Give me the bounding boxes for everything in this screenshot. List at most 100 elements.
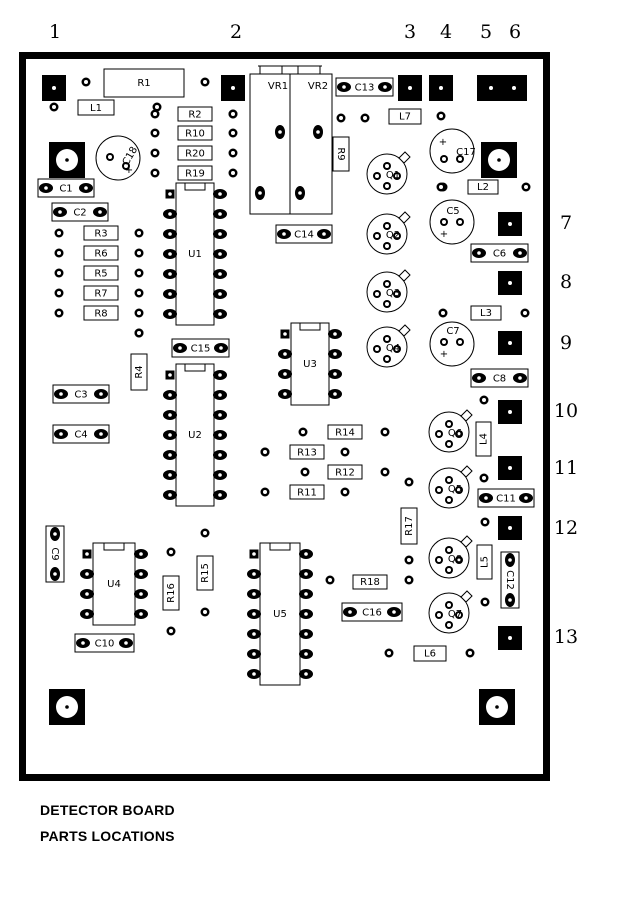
pad-hole — [322, 232, 326, 236]
pad-hole — [304, 652, 308, 656]
ref-label: C8 — [493, 374, 506, 385]
pad-hole — [385, 244, 389, 248]
pad-hole — [168, 393, 172, 397]
resistor-r3: R3 — [54, 225, 144, 241]
pad-hole — [508, 526, 512, 530]
pad-hole — [168, 473, 172, 477]
ref-label: R6 — [94, 249, 107, 260]
ref-label: R7 — [94, 289, 107, 300]
capacitor-c7: C7+ — [429, 321, 475, 367]
body-outline — [83, 305, 119, 321]
polarity-mark: + — [440, 349, 448, 360]
pad-hole — [283, 392, 287, 396]
transistor-q3: Q3 — [366, 269, 411, 313]
pad-hole — [458, 340, 462, 344]
ref-label: C12 — [504, 570, 515, 590]
ref-label: U2 — [188, 430, 202, 441]
pad-hole — [441, 311, 445, 315]
body-outline — [428, 592, 470, 634]
pad-hole — [218, 453, 222, 457]
pad-hole — [489, 86, 493, 90]
capacitor-c3: C3 — [52, 384, 110, 404]
ref-label: VR1 — [268, 81, 288, 92]
body-outline — [327, 424, 363, 440]
pad-hole — [304, 552, 308, 556]
pad-hole — [304, 592, 308, 596]
inductor-l3: L3 — [438, 305, 530, 321]
pad-hole — [124, 641, 128, 645]
pad-hole — [85, 552, 89, 556]
pad-hole — [283, 372, 287, 376]
body-outline — [413, 645, 447, 662]
pad-hole — [477, 251, 481, 255]
body-outline — [83, 265, 119, 281]
pad-hole — [139, 552, 143, 556]
connector-number: 7 — [560, 212, 572, 234]
ref-label: L7 — [399, 112, 411, 123]
terminal-pad — [498, 626, 522, 650]
pad-hole — [343, 490, 347, 494]
pad-hole — [508, 341, 512, 345]
resistor-r10: R10 — [150, 125, 238, 141]
body-outline — [475, 421, 492, 457]
pad-hole — [447, 422, 451, 426]
body-outline — [388, 108, 422, 125]
capacitor-c4: C4 — [52, 424, 110, 444]
pad-hole — [168, 192, 172, 196]
trimmer-vr1: VR1 — [249, 66, 291, 215]
pad-hole — [442, 157, 446, 161]
resistor-r12: R12 — [300, 464, 390, 480]
ref-label: Q2 — [386, 230, 400, 241]
body-outline — [175, 363, 215, 507]
pad-hole — [508, 636, 512, 640]
ref-label: Q3 — [386, 288, 400, 299]
pad-hole — [137, 311, 141, 315]
ref-label: C13 — [355, 83, 375, 94]
pad-hole — [231, 171, 235, 175]
pad-hole — [218, 232, 222, 236]
pad-hole — [458, 220, 462, 224]
terminal-pad — [429, 75, 453, 101]
pad-hole — [137, 291, 141, 295]
ref-label: C3 — [74, 390, 87, 401]
body-outline — [45, 525, 65, 583]
pad-hole — [383, 430, 387, 434]
pad-hole — [168, 312, 172, 316]
resistor-r8: R8 — [54, 305, 144, 321]
pad-hole — [218, 393, 222, 397]
pad-hole — [333, 372, 337, 376]
ref-label: L5 — [480, 556, 491, 568]
pad-hole — [203, 531, 207, 535]
pad-hole — [375, 347, 379, 351]
pad-hole — [99, 392, 103, 396]
pad-hole — [99, 432, 103, 436]
body-outline — [428, 537, 470, 579]
pad-hole — [328, 578, 332, 582]
pad-hole — [153, 151, 157, 155]
pad-hole — [252, 652, 256, 656]
body-outline — [52, 384, 110, 404]
body-outline — [83, 225, 119, 241]
pad-hole — [52, 105, 56, 109]
pad-hole — [407, 578, 411, 582]
mount-center — [497, 158, 501, 162]
ref-label: R19 — [185, 169, 205, 180]
pad-hole — [385, 164, 389, 168]
body-outline — [196, 555, 214, 591]
pad-hole — [447, 498, 451, 502]
transistor-q4: Q4 — [366, 324, 411, 368]
mounting-hole — [49, 689, 85, 725]
pad-hole — [278, 130, 282, 134]
pad-hole — [168, 433, 172, 437]
pad-hole — [395, 347, 399, 351]
pad-square — [477, 75, 527, 101]
trimmer-vr2: VR2 — [258, 65, 333, 215]
capacitor-c18: C18+ — [95, 135, 141, 181]
resistor-r17: R17 — [400, 477, 418, 565]
pad-hole — [304, 632, 308, 636]
ref-label: C16 — [362, 608, 382, 619]
pad-hole — [124, 164, 128, 168]
capacitor-c6: C6 — [470, 243, 529, 263]
pad-hole — [482, 476, 486, 480]
ref-label: R16 — [166, 583, 177, 603]
